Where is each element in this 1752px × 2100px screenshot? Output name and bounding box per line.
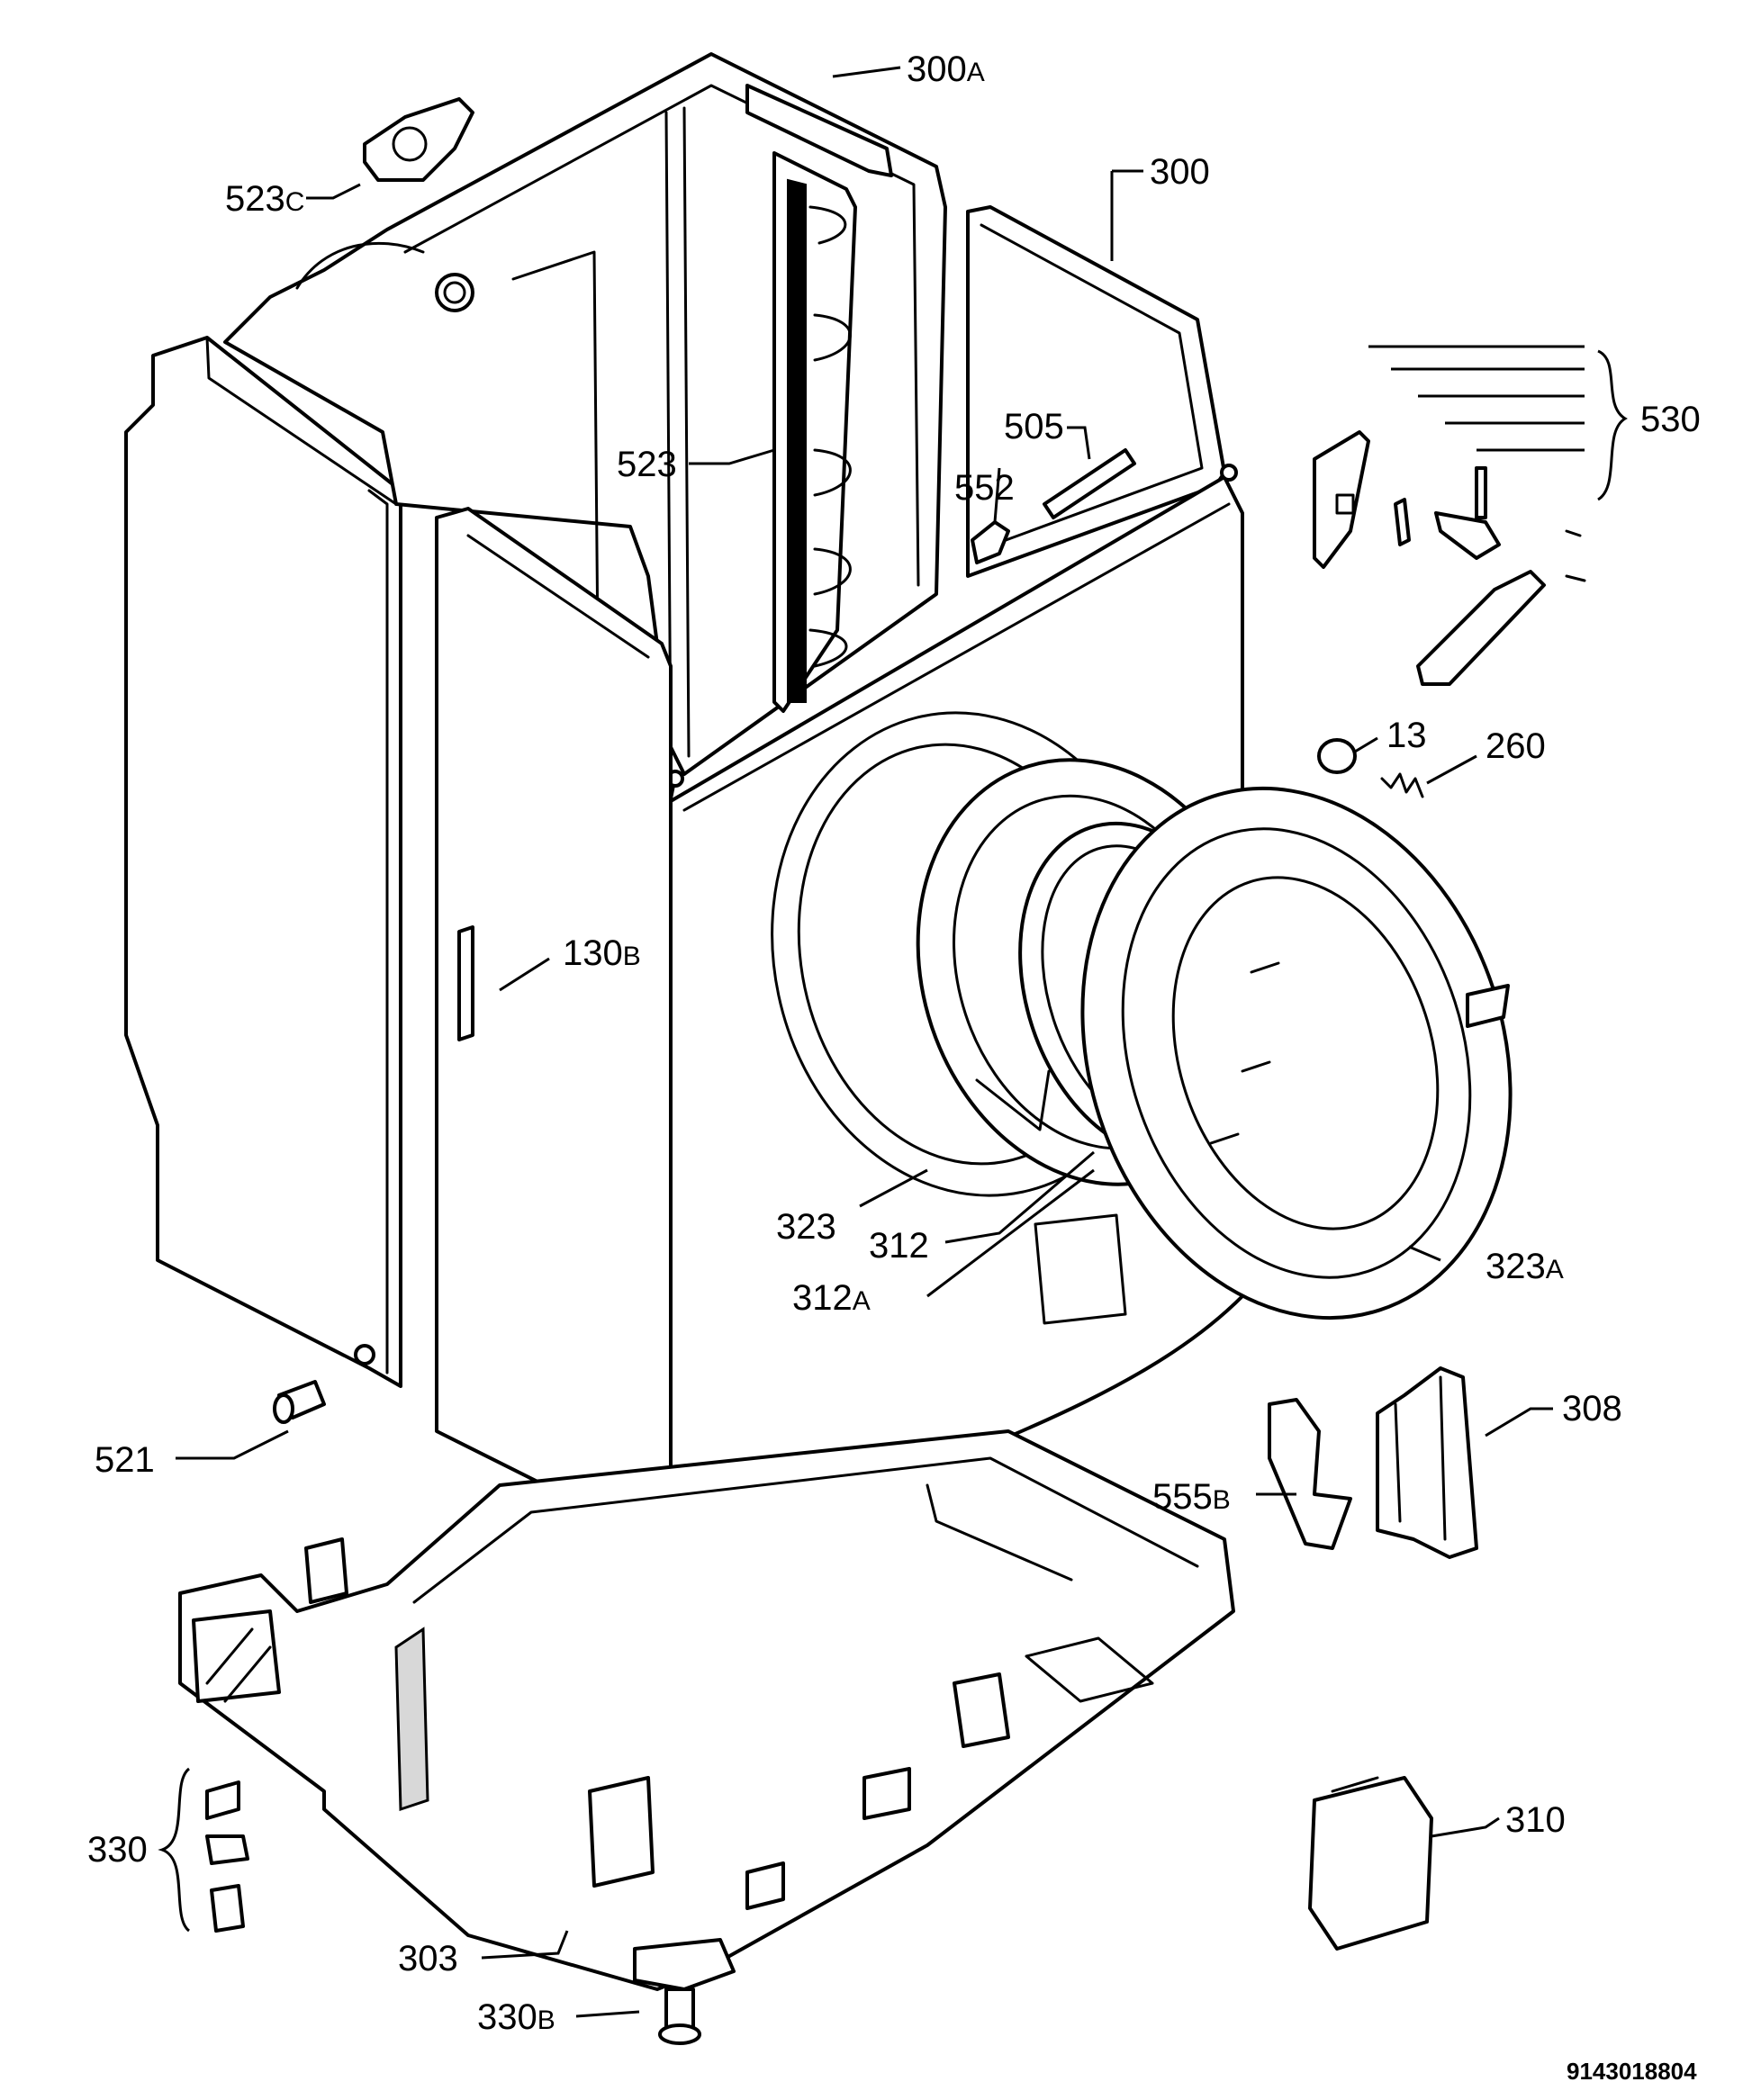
callout-505: 505 bbox=[1004, 407, 1064, 446]
callout-310: 310 bbox=[1505, 1800, 1566, 1840]
handle-kit bbox=[1313, 430, 1586, 686]
callout-530: 530 bbox=[1640, 400, 1701, 439]
plug-part bbox=[971, 520, 1010, 564]
callout-labels: 300A 300 523C 523 505 552 530 13 260 130… bbox=[87, 50, 1701, 2085]
document-number: 9143018804 bbox=[1567, 2058, 1697, 2085]
screw-part bbox=[273, 1380, 326, 1424]
access-cover bbox=[1308, 1776, 1433, 1951]
callout-323: 323 bbox=[776, 1207, 836, 1247]
callout-330b: 330B bbox=[477, 1997, 555, 2037]
callout-130b: 130B bbox=[563, 933, 641, 973]
callout-523c: 523C bbox=[225, 179, 304, 219]
callout-13: 13 bbox=[1386, 716, 1427, 755]
callout-260: 260 bbox=[1486, 726, 1546, 766]
callout-323a: 323A bbox=[1486, 1247, 1564, 1286]
callout-523: 523 bbox=[617, 445, 677, 484]
callout-300: 300 bbox=[1150, 152, 1210, 192]
cabinet-side-panel-right bbox=[435, 507, 673, 1550]
callout-521: 521 bbox=[95, 1440, 155, 1480]
callout-300a: 300A bbox=[907, 50, 985, 89]
cabinet-rear-frame bbox=[223, 52, 947, 776]
spring-part bbox=[1380, 772, 1424, 798]
callout-312: 312 bbox=[869, 1226, 929, 1266]
clip-part bbox=[363, 97, 474, 182]
callout-555b: 555B bbox=[1152, 1477, 1231, 1517]
hinge-part bbox=[1376, 1366, 1478, 1559]
hinge-plate bbox=[1268, 1398, 1352, 1550]
door-outer-ring bbox=[1080, 786, 1513, 1320]
foot-kit bbox=[205, 1780, 249, 1933]
callout-303: 303 bbox=[398, 1939, 458, 1978]
cabinet-side-panel bbox=[124, 336, 402, 1388]
adjustable-foot bbox=[633, 1938, 736, 2045]
rod-part bbox=[1043, 448, 1136, 519]
cabinet-rail bbox=[772, 151, 857, 713]
callout-308: 308 bbox=[1562, 1389, 1622, 1429]
cabinet-front-frame bbox=[966, 205, 1226, 578]
bush-part bbox=[1317, 738, 1357, 774]
callout-330: 330 bbox=[87, 1830, 148, 1870]
callout-552: 552 bbox=[954, 468, 1015, 508]
base-frame bbox=[178, 1429, 1235, 1991]
callout-312a: 312A bbox=[792, 1278, 871, 1318]
leader-lines bbox=[158, 66, 1628, 2018]
